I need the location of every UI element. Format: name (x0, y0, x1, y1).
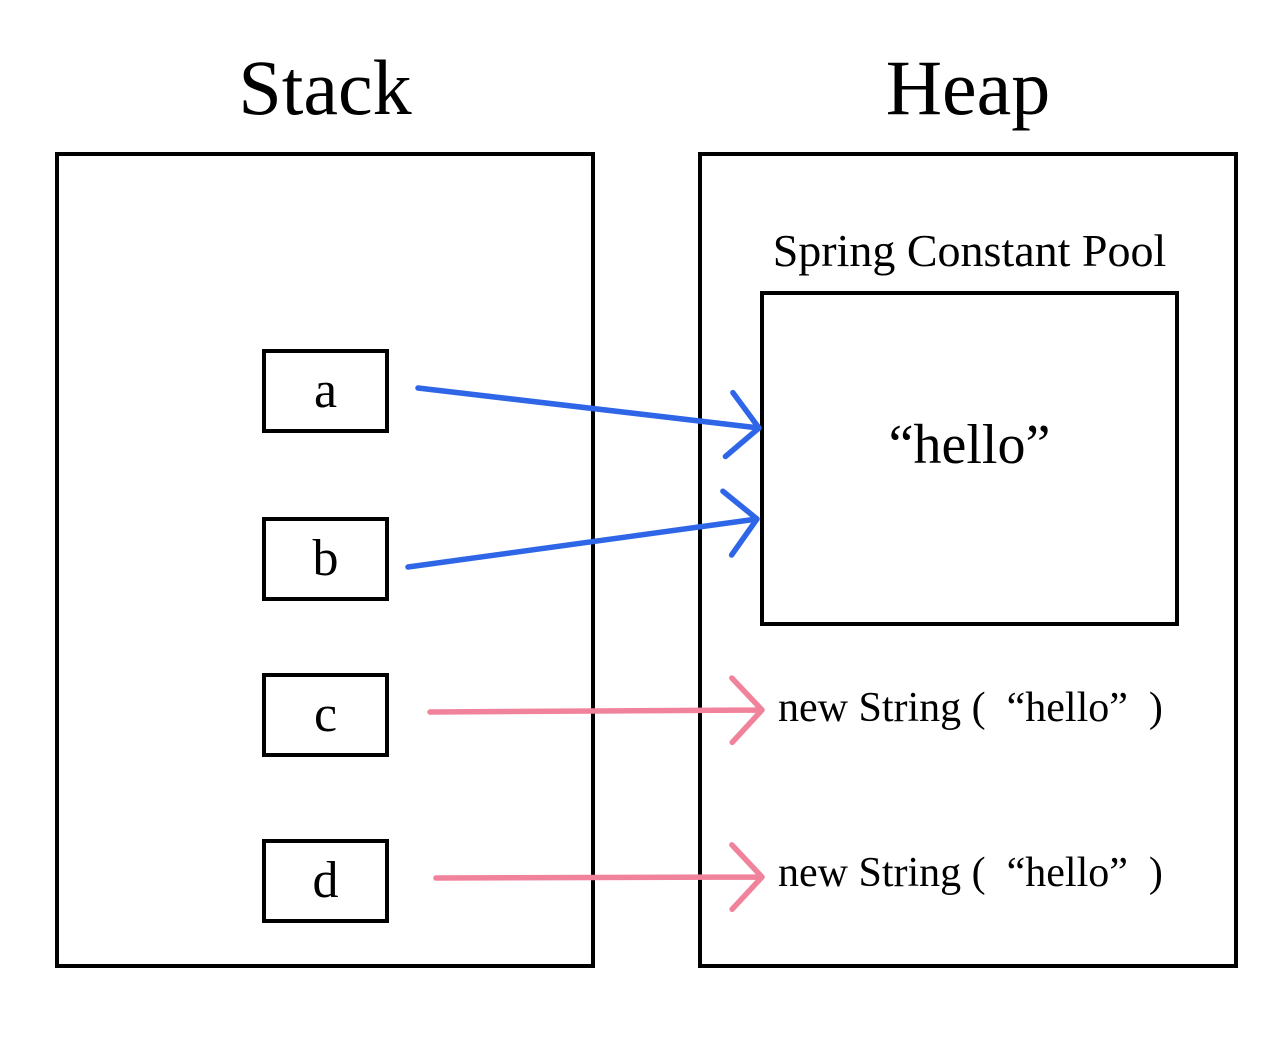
stack-variable-box-c: c (262, 673, 389, 757)
string-constant-pool-label: Spring Constant Pool (772, 225, 1167, 276)
new-string-object-1: new String ( “hello” ) (778, 685, 1163, 731)
string-constant-pool-box: “hello” (760, 291, 1179, 626)
stack-variable-box-a: a (262, 349, 389, 433)
pool-hello-literal: “hello” (888, 413, 1051, 476)
stack-variable-label-a: a (313, 362, 338, 419)
stack-variable-label-c: c (313, 686, 338, 743)
stack-variable-box-d: d (262, 839, 389, 923)
stack-variable-label-b: b (312, 530, 339, 587)
new-string-object-2: new String ( “hello” ) (778, 850, 1163, 896)
heap-title: Heap (885, 44, 1051, 131)
heap-region-box (698, 152, 1238, 968)
stack-variable-label-d: d (312, 852, 339, 909)
stack-title: Stack (238, 44, 412, 131)
stack-variable-box-b: b (262, 517, 389, 601)
